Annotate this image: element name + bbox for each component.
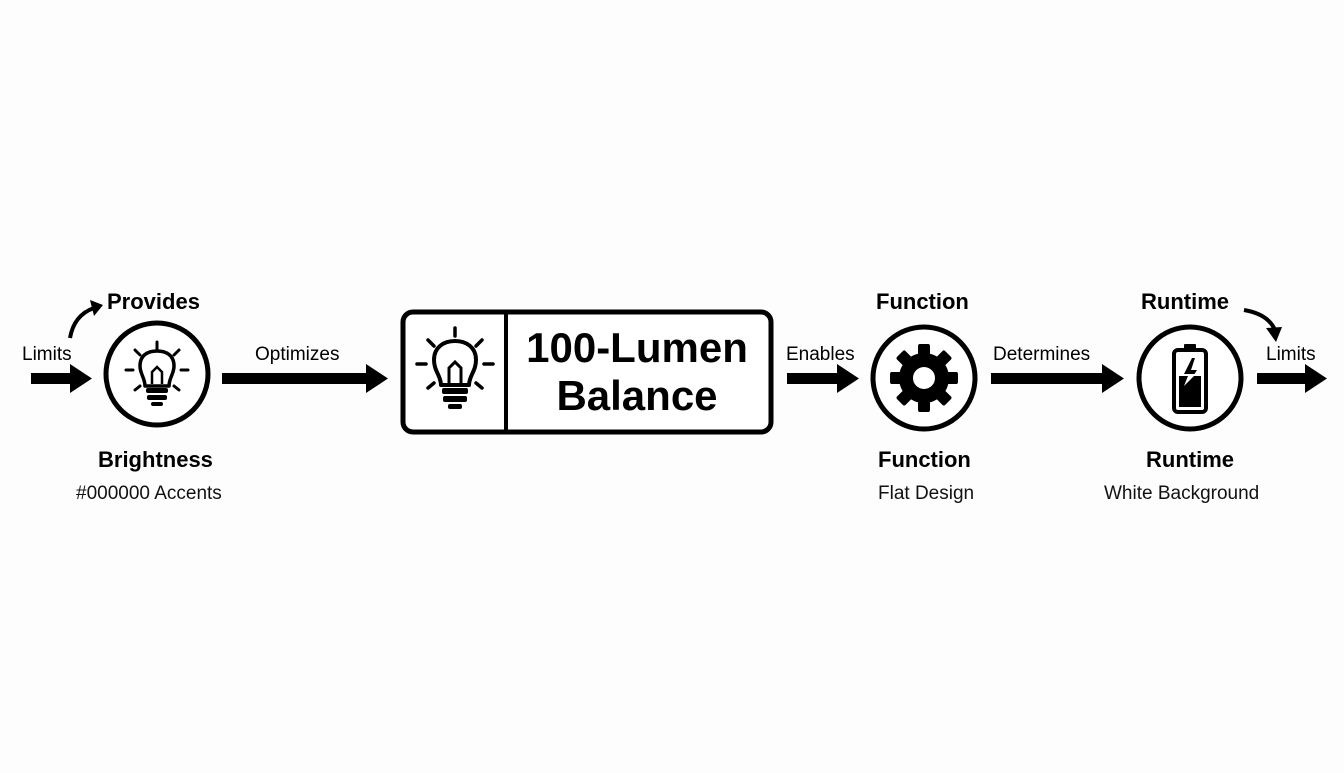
- center-box: [400, 309, 774, 435]
- node-function-sub-label: Flat Design: [878, 483, 975, 504]
- edge-label-enables: Enables: [786, 344, 855, 365]
- edge-label-limits-out: Limits: [1266, 344, 1316, 365]
- node-runtime: [1136, 324, 1244, 432]
- edge-arrow-limits-out: [1257, 364, 1327, 393]
- provides-arrowhead: [90, 300, 103, 316]
- node-runtime-sub-label: White Background: [1104, 483, 1260, 504]
- edge-arrow-enables: [787, 364, 859, 393]
- runtime-arrowhead: [1266, 327, 1282, 342]
- edge-label-limits-in: Limits: [22, 344, 72, 365]
- lightbulb-icon: [415, 326, 495, 409]
- gear-icon: [890, 344, 958, 412]
- node-function-bottom-label: Function: [878, 447, 971, 472]
- node-brightness-top-label: Provides: [107, 289, 200, 314]
- center-title: 100-Lumen Balance: [506, 312, 768, 432]
- node-function: [870, 324, 978, 432]
- node-brightness: [103, 320, 211, 428]
- node-function-top-label: Function: [876, 289, 969, 314]
- edge-label-determines: Determines: [993, 344, 1091, 365]
- center-title-line2: Balance: [556, 372, 718, 419]
- provides-curved-arrow: [68, 306, 95, 339]
- runtime-curved-arrow: [1243, 308, 1277, 331]
- center-title-line1: 100-Lumen: [526, 324, 748, 371]
- battery-icon: [1172, 344, 1208, 414]
- edge-arrow-optimizes: [222, 364, 388, 393]
- edge-label-optimizes: Optimizes: [255, 344, 340, 365]
- edge-arrow-limits-in: [31, 364, 92, 393]
- edge-arrow-determines: [991, 364, 1124, 393]
- lightbulb-icon: [124, 340, 190, 406]
- node-brightness-bottom-label: Brightness: [98, 447, 213, 472]
- node-runtime-bottom-label: Runtime: [1146, 447, 1234, 472]
- node-runtime-top-label: Runtime: [1141, 289, 1229, 314]
- node-brightness-sub-label: #000000 Accents: [76, 483, 222, 504]
